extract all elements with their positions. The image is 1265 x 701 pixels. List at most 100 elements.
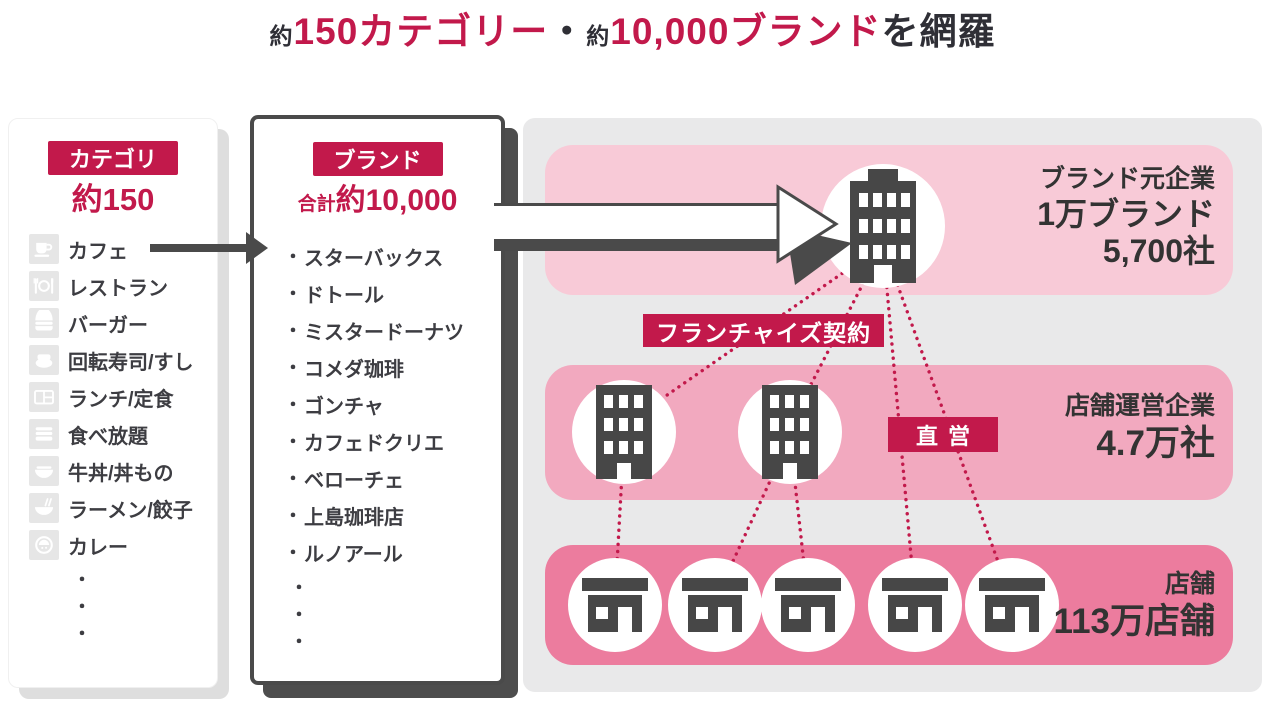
brand-list-item: ・ スターバックス xyxy=(284,241,501,271)
brand-label: ミスタードーナツ xyxy=(304,321,464,344)
category-label: ラーメン/餃子 xyxy=(68,499,193,522)
brand-bullet: ・ xyxy=(284,543,302,563)
title-approx-1: 約 xyxy=(269,23,294,49)
brand-total-label: 合計 xyxy=(297,194,336,215)
stores-stat: 113万店舗 xyxy=(1053,602,1215,641)
brand-label: ゴンチャ xyxy=(304,395,384,418)
brand-label: カフェドクリエ xyxy=(304,432,444,455)
operating-company-circle-2 xyxy=(738,380,842,484)
building-icon xyxy=(850,169,916,283)
brand-list-item: ・ ゴンチャ xyxy=(284,389,501,419)
brand-bullet: ・ xyxy=(284,469,302,489)
brand-company-stat-brands: 1万ブランド xyxy=(1037,196,1215,232)
ellipsis-dot: ・ xyxy=(73,570,91,590)
brand-bullet: ・ xyxy=(284,395,302,415)
category-list-item: 牛丼/丼もの xyxy=(29,456,217,486)
category-ellipsis: ・・・ xyxy=(9,567,217,648)
brand-company-stat-companies: 5,700社 xyxy=(1102,233,1215,269)
title-separator: ・ xyxy=(548,11,587,52)
plates-stack-icon xyxy=(29,419,59,449)
store-icon xyxy=(775,578,841,632)
brand-panel: ブランド 合計約10,000 ・ スターバックス ・ ドトール ・ ミスタードー… xyxy=(250,115,505,685)
curry-icon xyxy=(29,530,59,560)
stores-title: 店舗 xyxy=(1164,570,1215,598)
brand-list-item: ・ 上島珈琲店 xyxy=(284,500,501,530)
brand-company-title: ブランド元企業 xyxy=(1039,165,1215,193)
category-list-item: カフェ xyxy=(29,234,217,264)
category-count: 約150 xyxy=(71,182,155,217)
brand-label: スターバックス xyxy=(304,247,444,270)
store-circle-4 xyxy=(868,558,962,652)
restaurant-icon xyxy=(29,271,59,301)
building-icon xyxy=(762,385,818,479)
brand-total: 合計約10,000 xyxy=(254,183,501,223)
brand-company-stats: ブランド元企業 1万ブランド 5,700社 xyxy=(1037,163,1215,270)
brand-bullet: ・ xyxy=(284,358,302,378)
store-circle-3 xyxy=(761,558,855,652)
brand-label: ドトール xyxy=(304,284,384,307)
brand-list-item: ・ カフェドクリエ xyxy=(284,426,501,456)
brand-bullet: ・ xyxy=(284,247,302,267)
operating-company-stats: 店舗運営企業 4.7万社 xyxy=(1065,390,1215,464)
category-list-item: ランチ/定食 xyxy=(29,382,217,412)
category-list-item: 回転寿司/すし xyxy=(29,345,217,375)
coffee-cup-icon xyxy=(29,234,59,264)
brand-total-value: 約10,000 xyxy=(335,184,458,217)
brand-label: コメダ珈琲 xyxy=(304,358,404,381)
category-label: 牛丼/丼もの xyxy=(68,462,174,485)
operating-company-circle-1 xyxy=(572,380,676,484)
brand-list-item: ・ ベローチェ xyxy=(284,463,501,493)
category-list-item: 食べ放題 xyxy=(29,419,217,449)
brand-header-badge: ブランド xyxy=(312,142,443,176)
brand-bullet: ・ xyxy=(284,506,302,526)
title-suffix: を網羅 xyxy=(881,11,996,52)
category-panel: カテゴリ 約150 カフェ レストラン バーガー xyxy=(8,118,218,688)
stores-stats: 店舗 113万店舗 xyxy=(1054,568,1215,642)
operating-company-title: 店舗運営企業 xyxy=(1064,392,1215,420)
store-circle-1 xyxy=(568,558,662,652)
brand-label: ルノアール xyxy=(304,543,403,566)
store-icon xyxy=(582,578,648,632)
category-list-item: レストラン xyxy=(29,271,217,301)
brand-list-item: ・ ルノアール xyxy=(284,537,501,567)
title-brand-count: 10,000ブランド xyxy=(610,11,882,52)
category-list: カフェ レストラン バーガー 回転寿司/すし xyxy=(9,234,217,560)
franchise-contract-badge: フランチャイズ契約 xyxy=(643,314,885,347)
page-title: 約150カテゴリー・約10,000ブランドを網羅 xyxy=(0,8,1265,60)
brand-label: ベローチェ xyxy=(304,469,404,492)
burger-icon xyxy=(29,308,59,338)
ramen-bowl-icon xyxy=(29,493,59,523)
brand-list-item: ・ ドトール xyxy=(284,278,501,308)
ellipsis-dot: ・ xyxy=(290,605,308,625)
operating-company-stat: 4.7万社 xyxy=(1096,424,1215,463)
category-label: カレー xyxy=(68,536,128,559)
brand-list-item: ・ ミスタードーナツ xyxy=(284,315,501,345)
brand-bullet: ・ xyxy=(284,284,302,304)
sushi-icon xyxy=(29,345,59,375)
category-label: カフェ xyxy=(68,240,128,263)
ellipsis-dot: ・ xyxy=(73,597,91,617)
category-list-item: カレー xyxy=(29,530,217,560)
category-label: 食べ放題 xyxy=(68,425,148,448)
brand-list: ・ スターバックス ・ ドトール ・ ミスタードーナツ ・ コメダ珈琲 xyxy=(254,241,501,567)
rice-bowl-icon xyxy=(29,456,59,486)
store-circle-2 xyxy=(668,558,762,652)
brand-label: 上島珈琲店 xyxy=(304,506,404,529)
category-list-item: バーガー xyxy=(29,308,217,338)
brand-bullet: ・ xyxy=(284,432,302,452)
ellipsis-dot: ・ xyxy=(73,624,91,644)
store-icon xyxy=(882,578,948,632)
category-label: レストラン xyxy=(68,277,168,300)
store-icon xyxy=(979,578,1045,632)
brand-ellipsis: ・・・ xyxy=(254,575,501,656)
category-label: 回転寿司/すし xyxy=(68,351,194,374)
category-header-badge: カテゴリ xyxy=(48,141,178,175)
direct-management-badge: 直営 xyxy=(888,417,998,452)
store-circle-5 xyxy=(965,558,1059,652)
category-list-item: ラーメン/餃子 xyxy=(29,493,217,523)
brand-bullet: ・ xyxy=(284,321,302,341)
bento-icon xyxy=(29,382,59,412)
brand-list-item: ・ コメダ珈琲 xyxy=(284,352,501,382)
ellipsis-dot: ・ xyxy=(290,632,308,652)
